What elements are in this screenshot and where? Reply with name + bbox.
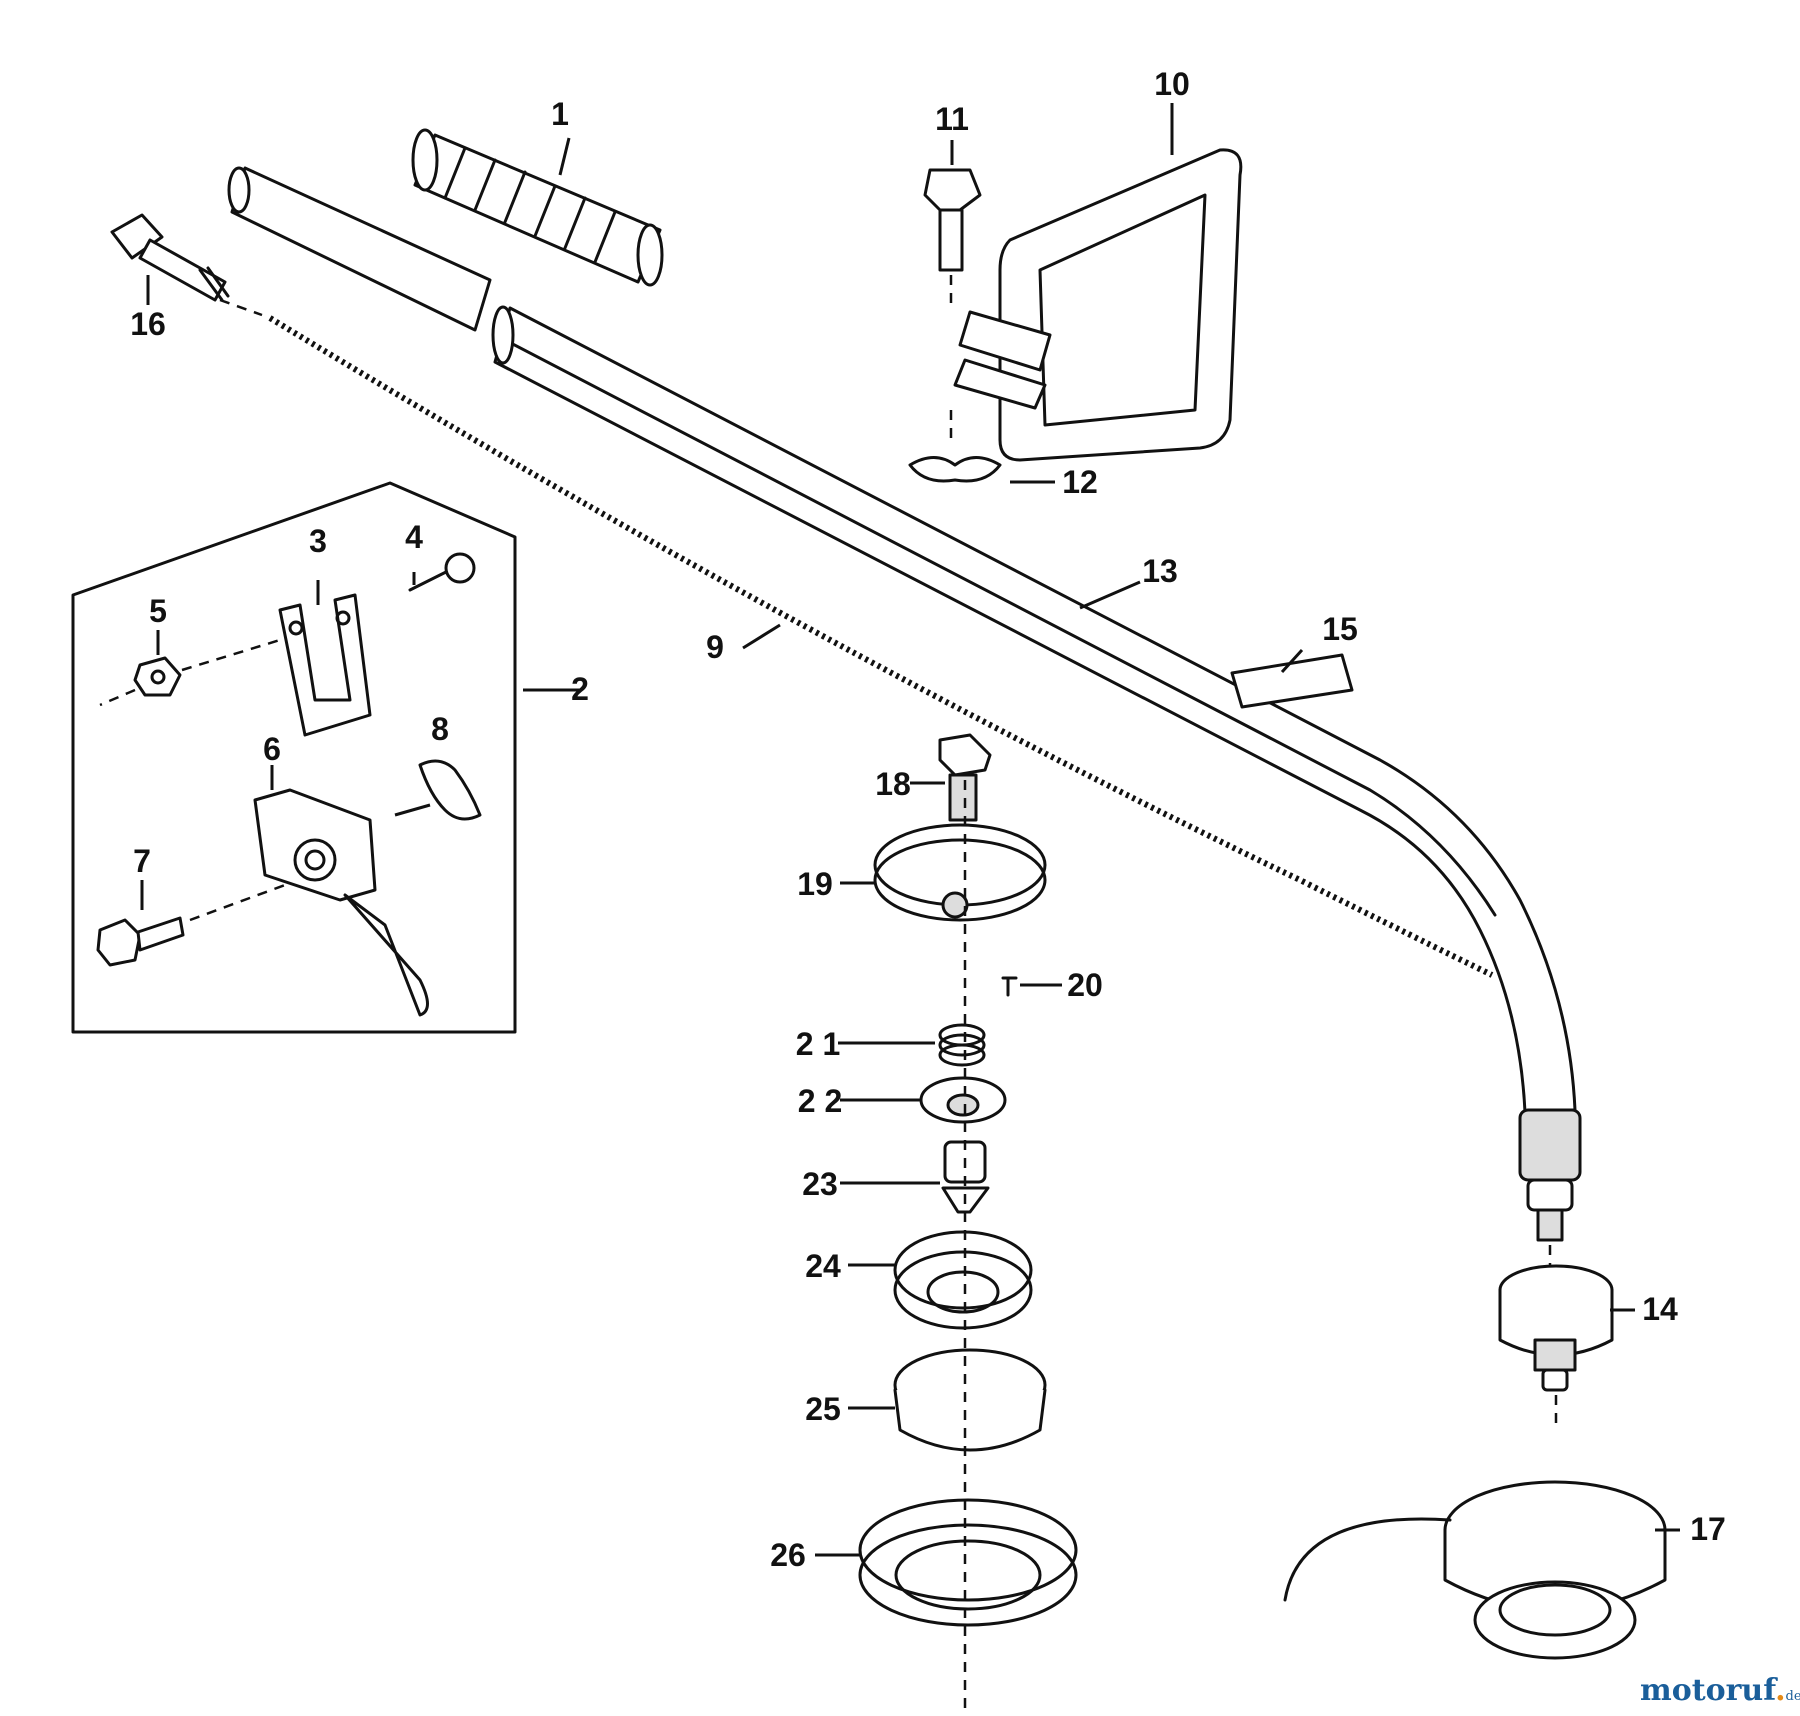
shaft-upper-segment [227,166,492,332]
shaft-coupling [1518,1108,1582,1275]
callout-15: 15 [1322,611,1358,647]
bolt-part-7 [96,883,286,967]
bump-knob-part-26 [858,1498,1078,1627]
callout-13: 13 [1142,553,1178,589]
grip-part-1 [411,128,664,287]
pin-part-20 [1001,976,1018,997]
watermark-brand: motoruf [1640,1673,1778,1708]
callout-labels: 1 2 3 4 5 6 7 8 9 10 11 12 13 14 15 16 1… [130,66,1726,1573]
callout-14: 14 [1642,1291,1678,1327]
throttle-block-part-6 [253,788,429,1017]
bolt-part-11 [923,168,1052,440]
callout-26: 26 [770,1537,806,1573]
callout-21: 2 1 [796,1026,840,1062]
spring-part-21 [938,1023,986,1067]
callout-19: 19 [797,866,833,902]
screw-part-4 [408,552,476,592]
watermark-tld: de [1786,1689,1800,1704]
callout-16: 16 [130,306,166,342]
callout-11: 11 [935,101,969,137]
decal-part-15 [1230,653,1354,709]
callout-9: 9 [706,629,724,665]
washer-part-22 [919,1076,1007,1124]
wing-nut-part-8 [394,759,482,821]
callout-23: 23 [802,1166,838,1202]
callout-22: 2 2 [798,1083,842,1119]
nut-part-5 [99,638,281,707]
cover-part-25 [893,1348,1047,1452]
callout-7: 7 [133,843,151,879]
trimmer-head-part-17 [1283,1480,1667,1660]
spool-part-24 [893,1230,1033,1330]
callout-2: 2 [571,671,589,707]
bracket-part-3 [278,593,372,737]
callout-1: 1 [551,96,569,132]
flex-cable-part-9 [219,298,1494,978]
adapter-part-14 [1498,1264,1614,1425]
kit-box-part-2 [71,481,517,1034]
wing-nut-part-12 [908,456,1002,483]
bolt-part-18 [938,733,992,822]
callout-4: 4 [405,519,423,555]
watermark-dot: . [1775,1673,1785,1708]
callout-8: 8 [431,711,449,747]
callout-12: 12 [1062,464,1098,500]
callout-20: 20 [1067,967,1103,1003]
callout-3: 3 [309,523,327,559]
bolt-part-16 [110,213,230,302]
leader-lines [140,103,1680,1557]
callout-6: 6 [263,731,281,767]
callout-18: 18 [875,766,911,802]
callout-10: 10 [1154,66,1190,102]
callout-17: 17 [1690,1511,1726,1547]
watermark-logo: motoruf.de [1640,1673,1800,1708]
callout-24: 24 [805,1248,841,1284]
svg-text:motoruf.de: motoruf.de [1640,1673,1800,1708]
callout-25: 25 [805,1391,841,1427]
loop-handle-part-10 [998,148,1243,462]
callout-5: 5 [149,593,167,629]
hub-part-19 [873,823,1047,922]
